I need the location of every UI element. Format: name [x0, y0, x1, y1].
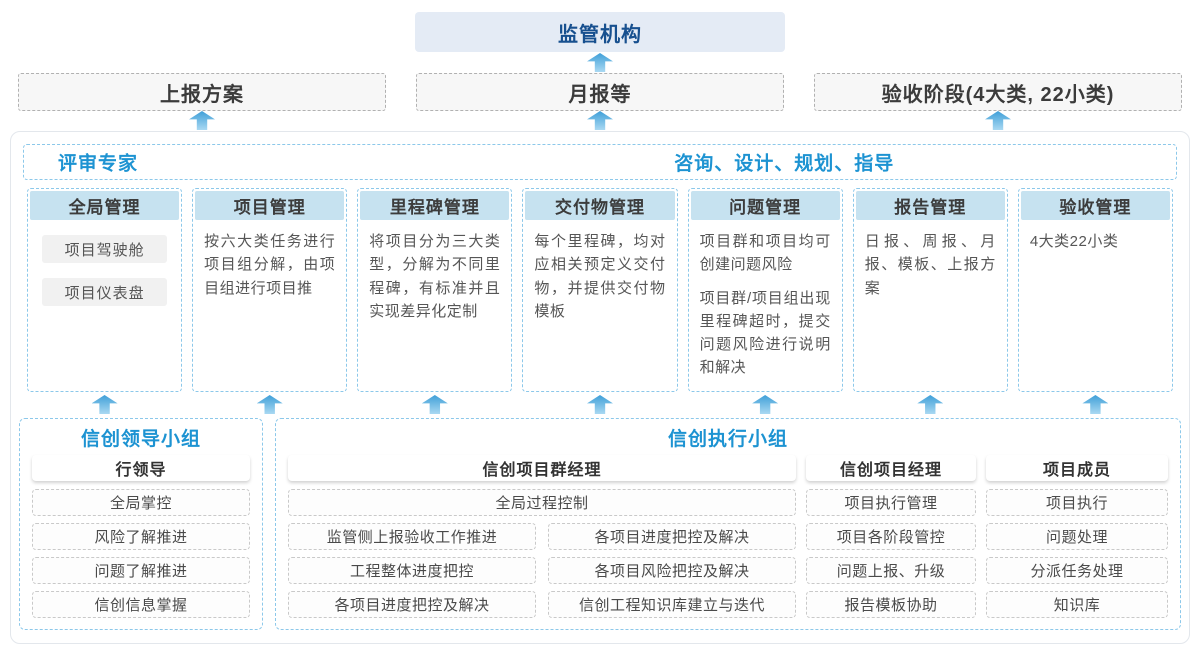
up-arrow-icon	[1082, 395, 1109, 414]
channel-row: 上报方案 月报等 验收阶段(4大类, 22小类)	[18, 73, 1182, 111]
up-arrow-icon	[917, 395, 944, 414]
project-manager-item: 项目各阶段管控	[806, 523, 976, 550]
program-manager-area: 信创项目群经理 全局过程控制 监管侧上报验收工作推进 各项目进度把控及解决 工程…	[288, 455, 796, 625]
role-program-manager: 信创项目群经理	[288, 455, 796, 481]
column-global-management: 全局管理 项目驾驶舱 项目仪表盘	[27, 188, 183, 392]
role-project-member: 项目成员	[986, 455, 1168, 481]
column-header: 全局管理	[30, 191, 180, 220]
module-columns: 全局管理 项目驾驶舱 项目仪表盘 项目管理 按六大类任务进行项目组分解，由项目组…	[27, 188, 1173, 392]
executor-group-title: 信创执行小组	[667, 429, 788, 450]
column-description: 每个里程碑，均对应相关预定义交付物，并提供交付物模板	[534, 233, 666, 320]
arrow-cell	[1018, 395, 1173, 414]
up-arrow-icon	[421, 395, 448, 414]
project-manager-area: 信创项目经理 项目执行管理 项目各阶段管控 问题上报、升级 报告模板协助	[806, 455, 976, 625]
project-manager-item: 项目执行管理	[806, 489, 976, 516]
arrow-cell	[27, 395, 182, 414]
column-header: 报告管理	[855, 191, 1005, 220]
arrow-cell	[416, 111, 784, 130]
arrow-cell	[688, 395, 843, 414]
project-manager-item: 问题上报、升级	[806, 557, 976, 584]
project-manager-item: 报告模板协助	[806, 591, 976, 618]
column-deliverable-management: 交付物管理 每个里程碑，均对应相关预定义交付物，并提供交付物模板	[522, 188, 678, 392]
pm-item: 各项目进度把控及解决	[288, 591, 536, 618]
column-header: 里程碑管理	[360, 191, 510, 220]
column-acceptance-management: 验收管理 4大类22小类	[1017, 188, 1173, 392]
channel-report-plan: 上报方案	[18, 73, 386, 111]
up-arrow-icon	[587, 111, 613, 130]
pm-item-row: 监管侧上报验收工作推进 各项目进度把控及解决	[288, 523, 796, 557]
arrow-cell	[18, 111, 386, 130]
platform-container: 评审专家 咨询、设计、规划、指导 全局管理 项目驾驶舱 项目仪表盘 项目管理 按…	[10, 131, 1190, 644]
member-item: 分派任务处理	[986, 557, 1168, 584]
arrow-row-columns	[27, 395, 1173, 414]
pill-project-dashboard: 项目仪表盘	[42, 278, 168, 306]
executor-body: 信创项目群经理 全局过程控制 监管侧上报验收工作推进 各项目进度把控及解决 工程…	[288, 455, 1168, 625]
up-arrow-icon	[189, 111, 215, 130]
pm-item: 监管侧上报验收工作推进	[288, 523, 536, 550]
leader-item: 风险了解推进	[32, 523, 250, 550]
up-arrow-icon	[985, 111, 1011, 130]
role-project-manager: 信创项目经理	[806, 455, 976, 481]
guidance-label: 咨询、设计、规划、指导	[674, 153, 895, 175]
team-groups: 信创领导小组 行领导 全局掌控 风险了解推进 问题了解推进 信创信息掌握 信创执…	[19, 418, 1181, 630]
channel-acceptance-stage: 验收阶段(4大类, 22小类)	[814, 73, 1182, 111]
member-item: 问题处理	[986, 523, 1168, 550]
channel-label: 月报等	[568, 83, 632, 106]
regulator-label: 监管机构	[558, 23, 642, 46]
column-issue-management: 问题管理 项目群和项目均可创建问题风险 项目群/项目组出现里程碑超时，提交问题风…	[687, 188, 843, 392]
channel-label: 验收阶段(4大类, 22小类)	[881, 83, 1115, 106]
arrow-cell	[357, 395, 512, 414]
arrow-cell	[192, 395, 347, 414]
pm-item-row: 各项目进度把控及解决 信创工程知识库建立与迭代	[288, 591, 796, 625]
pm-item: 信创工程知识库建立与迭代	[548, 591, 796, 618]
expert-label: 评审专家	[58, 153, 139, 175]
member-item: 项目执行	[986, 489, 1168, 516]
column-project-management: 项目管理 按六大类任务进行项目组分解，由项目组进行项目推	[192, 188, 348, 392]
arrow-row-top	[0, 53, 1200, 72]
up-arrow-icon	[91, 395, 118, 414]
column-description: 项目群/项目组出现里程碑超时，提交问题风险进行说明和解决	[699, 289, 831, 377]
column-header: 交付物管理	[525, 191, 675, 220]
pm-item-row: 工程整体进度把控 各项目风险把控及解决	[288, 557, 796, 591]
column-header: 问题管理	[690, 191, 840, 220]
pm-item: 各项目风险把控及解决	[548, 557, 796, 584]
leader-item: 全局掌控	[32, 489, 250, 516]
column-header: 验收管理	[1020, 191, 1170, 220]
leader-group: 信创领导小组 行领导 全局掌控 风险了解推进 问题了解推进 信创信息掌握	[19, 418, 263, 630]
column-report-management: 报告管理 日报、周报、月报、模板、上报方案	[852, 188, 1008, 392]
up-arrow-icon	[752, 395, 779, 414]
arrow-cell	[814, 111, 1182, 130]
arrow-row-channels	[18, 111, 1182, 130]
regulator-box: 监管机构	[415, 12, 785, 52]
column-description: 将项目分为三大类型，分解为不同里程碑，有标准并且实现差异化定制	[369, 233, 501, 320]
column-description: 日报、周报、月报、模板、上报方案	[864, 233, 996, 297]
member-item: 知识库	[986, 591, 1168, 618]
pm-item: 各项目进度把控及解决	[548, 523, 796, 550]
leader-group-title: 信创领导小组	[80, 429, 201, 450]
up-arrow-icon	[587, 53, 613, 72]
column-description: 按六大类任务进行项目组分解，由项目组进行项目推	[204, 233, 336, 297]
expert-guidance-band: 评审专家 咨询、设计、规划、指导	[23, 144, 1177, 180]
column-milestone-management: 里程碑管理 将项目分为三大类型，分解为不同里程碑，有标准并且实现差异化定制	[357, 188, 513, 392]
pill-project-cockpit: 项目驾驶舱	[42, 235, 168, 263]
executor-group: 信创执行小组 信创项目群经理 全局过程控制 监管侧上报验收工作推进 各项目进度把…	[275, 418, 1181, 630]
column-description: 4大类22小类	[1029, 233, 1119, 250]
up-arrow-icon	[586, 395, 613, 414]
pm-item-full: 全局过程控制	[288, 489, 796, 516]
up-arrow-icon	[256, 395, 283, 414]
leader-item: 问题了解推进	[32, 557, 250, 584]
column-header: 项目管理	[195, 191, 345, 220]
project-member-area: 项目成员 项目执行 问题处理 分派任务处理 知识库	[986, 455, 1168, 625]
leader-item: 信创信息掌握	[32, 591, 250, 618]
channel-label: 上报方案	[160, 83, 244, 106]
arrow-cell	[522, 395, 677, 414]
arrow-cell	[853, 395, 1008, 414]
role-bank-leader: 行领导	[32, 455, 250, 481]
channel-monthly-report: 月报等	[416, 73, 784, 111]
pm-item: 工程整体进度把控	[288, 557, 536, 584]
column-description: 项目群和项目均可创建问题风险	[699, 233, 831, 274]
